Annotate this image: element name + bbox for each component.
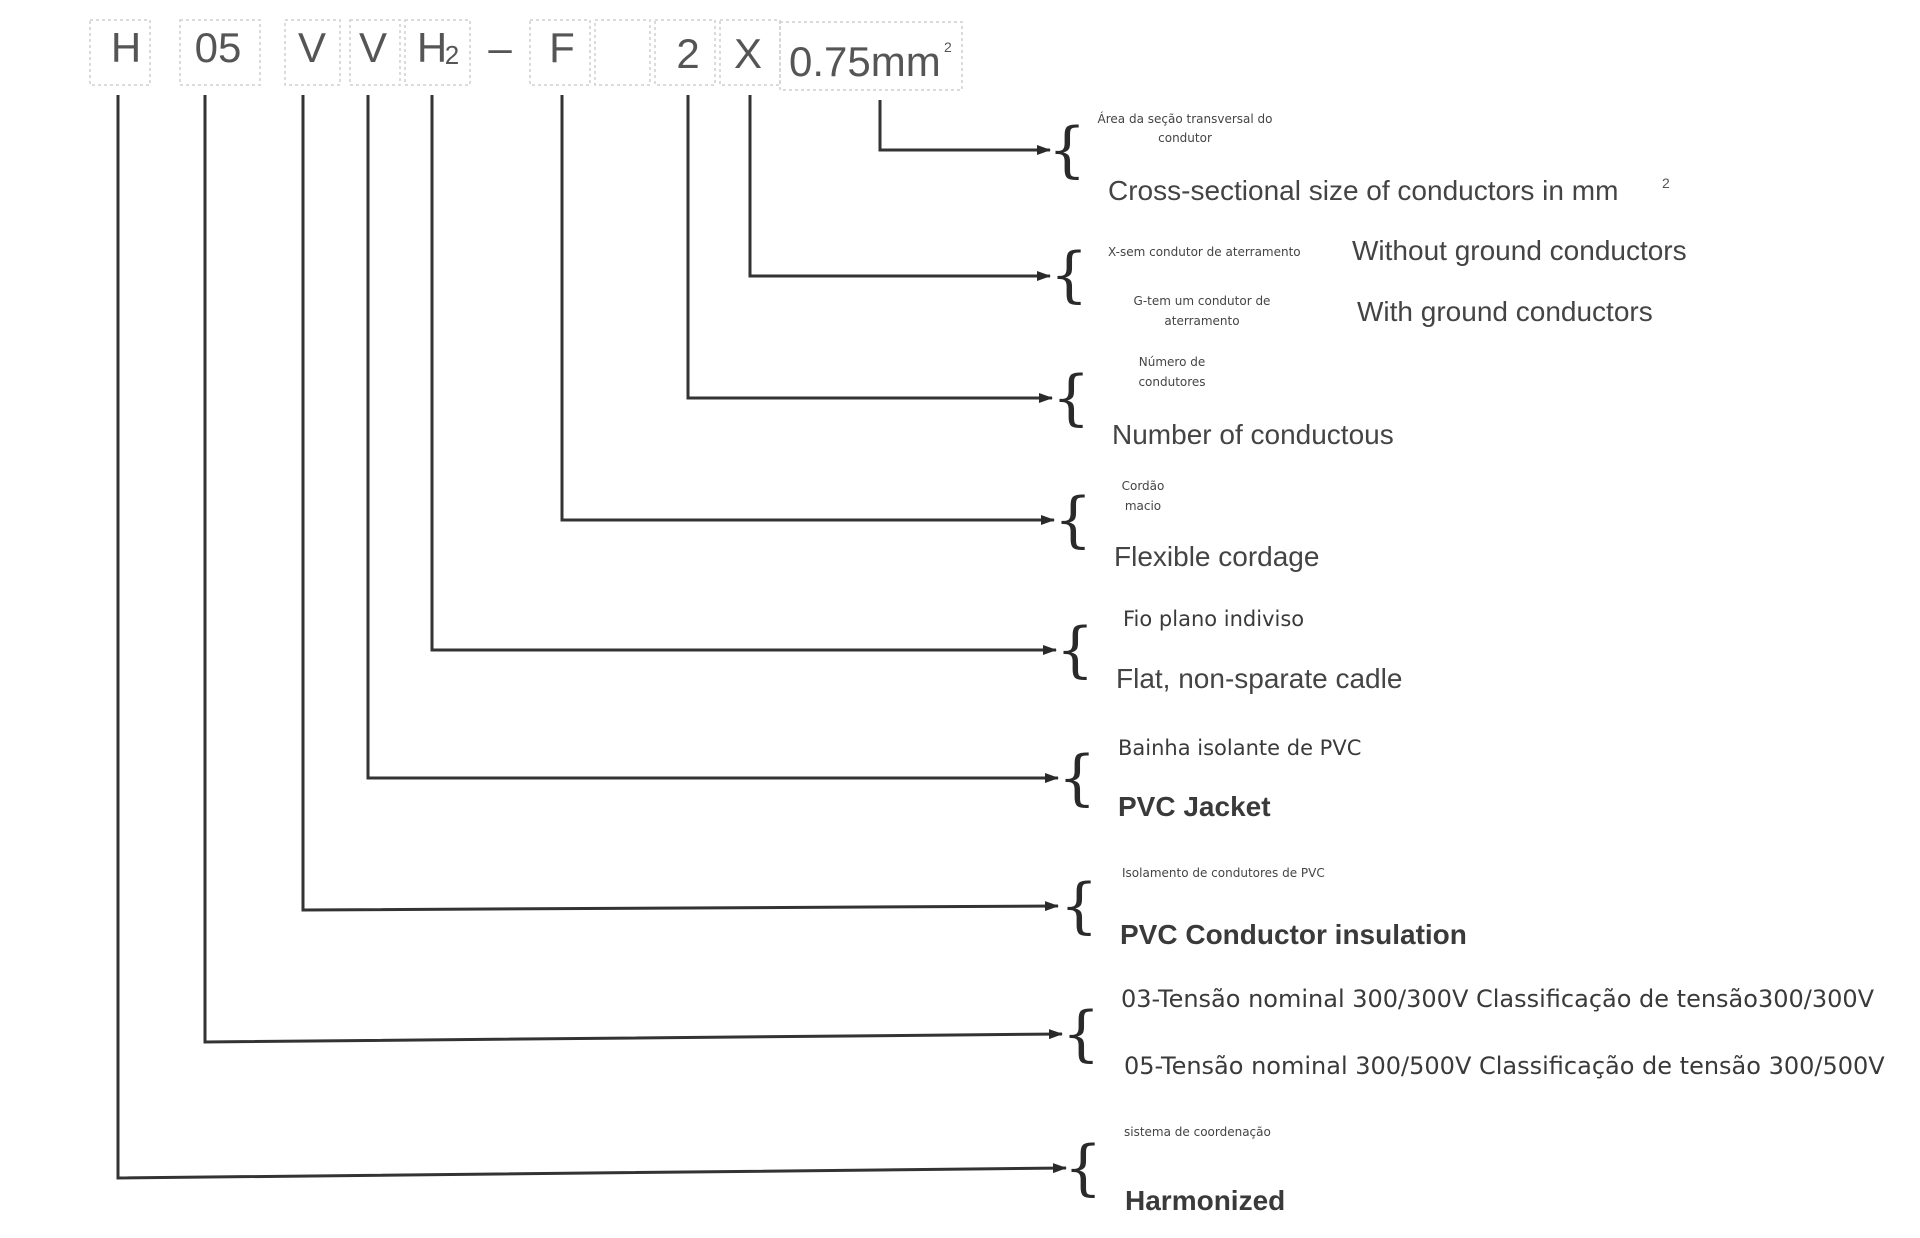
label-g-pt-2: aterramento xyxy=(1164,314,1239,328)
connector-count xyxy=(686,95,1053,403)
label-harm-pt: sistema de coordenação xyxy=(1124,1125,1271,1139)
connector-h2 xyxy=(430,95,1057,655)
code-box-v2 xyxy=(349,19,401,86)
label-voltage-05: 05-Tensão nominal 300/500V Classificação… xyxy=(1124,1052,1885,1080)
code-box-f xyxy=(529,19,591,86)
brace-h2: { xyxy=(1056,615,1094,685)
label-flex-pt-2: macio xyxy=(1125,499,1161,513)
code-f: F xyxy=(549,24,575,71)
label-number-en: Number of conductous xyxy=(1112,419,1394,450)
label-insul-en: PVC Conductor insulation xyxy=(1120,919,1467,950)
brace-voltage: { xyxy=(1062,999,1100,1069)
label-insul-pt: Isolamento de condutores de PVC xyxy=(1122,866,1325,880)
code-box-h xyxy=(89,19,151,86)
connector-voltage xyxy=(203,95,1063,1044)
label-area-pt-2: condutor xyxy=(1158,131,1212,145)
code-voltage: 05 xyxy=(195,24,242,71)
label-flat-en: Flat, non-sparate cadle xyxy=(1116,663,1402,694)
code-count: 2 xyxy=(676,30,699,77)
code-dash: – xyxy=(488,24,512,71)
code-box-h2 xyxy=(404,19,471,86)
code-h2-letter: H xyxy=(417,24,447,71)
label-flat-pt: Fio plano indiviso xyxy=(1123,607,1304,631)
connector-x xyxy=(748,95,1051,281)
label-area-en: Cross-sectional size of conductors in mm xyxy=(1108,175,1618,206)
label-g-en: With ground conductors xyxy=(1357,296,1653,327)
label-flex-en: Flexible cordage xyxy=(1114,541,1319,572)
label-jacket-en: PVC Jacket xyxy=(1118,791,1271,822)
label-jacket-pt: Bainha isolante de PVC xyxy=(1118,736,1361,760)
connector-harmonized xyxy=(116,95,1067,1180)
labels: Área da seção transversal do condutor Cr… xyxy=(1098,111,1886,1216)
label-harm-en: Harmonized xyxy=(1125,1185,1285,1216)
brace-v-insulation: { xyxy=(1060,871,1098,941)
code-x: X xyxy=(734,30,762,77)
brace-v-jacket: { xyxy=(1058,743,1096,813)
label-x-pt: X-sem condutor de aterramento xyxy=(1108,245,1301,259)
connector-v-insulation xyxy=(301,95,1059,912)
connector-lines xyxy=(116,95,1067,1180)
cable-code: H 05 V V H 2 – F 2 X 0.75mm 2 xyxy=(89,19,963,91)
connector-v-jacket xyxy=(366,95,1059,783)
code-v-jacket: V xyxy=(359,24,387,71)
label-flex-pt-1: Cordão xyxy=(1122,479,1165,493)
label-g-pt-1: G-tem um condutor de xyxy=(1134,294,1271,308)
code-box-count xyxy=(654,19,716,86)
brace-size: { xyxy=(1048,115,1086,185)
code-size-superscript: 2 xyxy=(944,39,952,55)
braces: { { { { { { { { { xyxy=(1048,115,1102,1203)
label-area-en-superscript: 2 xyxy=(1662,175,1670,191)
connector-size xyxy=(878,100,1051,155)
code-box-size xyxy=(779,21,963,91)
label-voltage-03: 03-Tensão nominal 300/300V Classificação… xyxy=(1121,985,1875,1013)
label-area-pt-1: Área da seção transversal do xyxy=(1098,111,1273,126)
label-x-en: Without ground conductors xyxy=(1352,235,1687,266)
brace-f: { xyxy=(1054,485,1092,555)
label-number-pt-2: condutores xyxy=(1138,375,1205,389)
code-size: 0.75mm xyxy=(789,38,941,85)
code-h2-sub: 2 xyxy=(445,40,459,70)
code-box-blank xyxy=(594,19,651,86)
brace-x: { xyxy=(1050,240,1088,310)
code-v-insulation: V xyxy=(298,24,326,71)
connector-f xyxy=(560,95,1055,525)
code-h: H xyxy=(111,24,141,71)
label-number-pt-1: Número de xyxy=(1139,355,1205,369)
brace-count: { xyxy=(1052,363,1090,433)
brace-harmonized: { xyxy=(1064,1133,1102,1203)
